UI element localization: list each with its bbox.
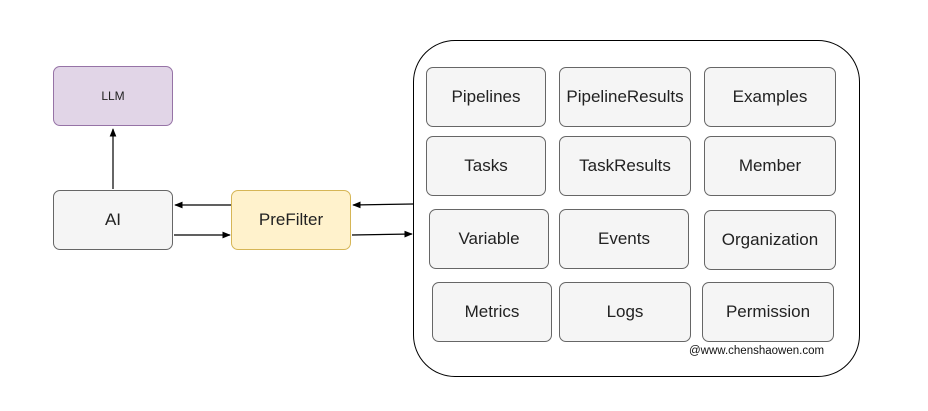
pipeline-results-node: PipelineResults — [559, 67, 691, 127]
organization-node: Organization — [704, 210, 836, 270]
logs-node: Logs — [559, 282, 691, 342]
task-results-node: TaskResults — [559, 136, 691, 196]
prefilter-node: PreFilter — [231, 190, 351, 250]
pipelines-node: Pipelines — [426, 67, 546, 127]
examples-node: Examples — [704, 67, 836, 127]
permission-node: Permission — [702, 282, 834, 342]
member-node: Member — [704, 136, 836, 196]
events-node: Events — [559, 209, 689, 269]
metrics-node: Metrics — [432, 282, 552, 342]
watermark: @www.chenshaowen.com — [689, 345, 825, 357]
ai-node: AI — [53, 190, 173, 250]
variable-node: Variable — [429, 209, 549, 269]
arrow-prefilter-to-resources — [351, 230, 413, 238]
tasks-node: Tasks — [426, 136, 546, 196]
arrow-resources-to-prefilter — [352, 201, 414, 209]
llm-node: LLM — [53, 66, 173, 126]
